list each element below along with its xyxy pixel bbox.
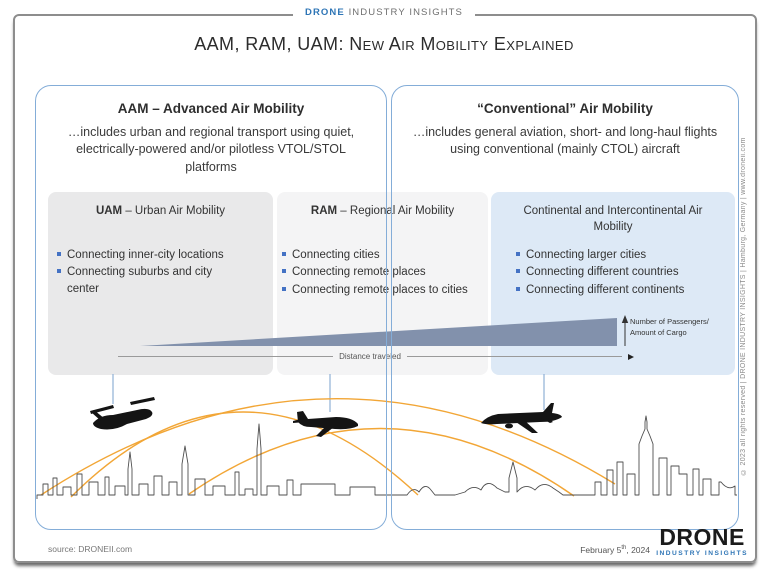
bullet-square-icon: [516, 252, 520, 256]
city-skyline-outline: [36, 415, 737, 499]
date-tail: , 2024: [626, 545, 650, 555]
ram-bullet-list: Connecting cities Connecting remote plac…: [282, 247, 488, 298]
date-main: February 5: [580, 545, 622, 555]
uam-title-rest: – Urban Air Mobility: [122, 205, 226, 217]
continental-bullet-list: Connecting larger cities Connecting diff…: [516, 247, 735, 298]
ram-box-title: RAM – Regional Air Mobility: [277, 192, 488, 238]
bullet-square-icon: [282, 252, 286, 256]
y-axis-label: Number of Passengers/ Amount of Cargo: [630, 317, 709, 338]
axis-line: [406, 356, 622, 357]
bullet-text: Connecting larger cities: [526, 249, 647, 261]
axis-line: [118, 356, 334, 357]
list-item: Connecting remote places to cities: [282, 282, 488, 298]
suburban-flight-arc: [70, 411, 419, 498]
bullet-text: Connecting remote places to cities: [292, 283, 468, 296]
bullet-square-icon: [57, 252, 61, 256]
y-axis-label-line2: Amount of Cargo: [630, 327, 687, 337]
brand-tagline: INDUSTRY INSIGHTS: [348, 7, 463, 18]
list-item: Connecting suburbs and city center: [57, 264, 235, 297]
bullet-text: Connecting cities: [292, 249, 380, 261]
long-haul-flight-arc: [40, 398, 616, 496]
logo-subtitle: INDUSTRY INSIGHTS: [656, 550, 748, 557]
regional-flight-arc: [188, 427, 575, 497]
uam-abbr: UAM: [95, 205, 123, 217]
right-arrow-head-icon: [628, 353, 634, 360]
regional-aircraft-icon: [293, 411, 358, 437]
distance-axis: Distance traveled: [118, 352, 634, 361]
source-note: source: DRONEII.com: [48, 544, 133, 554]
brand-name: DRONE: [305, 7, 345, 18]
skyline-scene: [36, 374, 737, 499]
list-item: Connecting larger cities: [516, 247, 735, 263]
bullet-square-icon: [516, 269, 520, 274]
bullet-square-icon: [282, 286, 286, 291]
bullet-text: Connecting different countries: [526, 266, 679, 279]
droneii-logo: DRONE INDUSTRY INSIGHTS: [656, 526, 748, 558]
up-arrow-head-icon: [621, 315, 629, 323]
bullet-text: Connecting inner-city locations: [67, 249, 224, 261]
logo-wordmark: DRONE: [659, 524, 745, 550]
bullet-square-icon: [516, 286, 520, 291]
page-title: AAM, RAM, UAM: New Air Mobility Explaine…: [194, 34, 574, 54]
list-item: Connecting remote places: [282, 264, 488, 280]
brand-header: DRONE INDUSTRY INSIGHTS: [293, 7, 475, 18]
airliner-aircraft-icon: [481, 403, 562, 433]
passenger-cargo-wedge: [140, 315, 629, 346]
publication-date: February 5th, 2024: [580, 545, 650, 555]
y-axis-label-line1: Number of Passengers/: [630, 317, 709, 326]
list-item: Connecting inner-city locations: [57, 247, 235, 263]
list-item: Connecting cities: [282, 247, 488, 263]
x-axis-label: Distance traveled: [339, 352, 401, 361]
evtol-aircraft-icon: [90, 397, 155, 430]
bullet-text: Connecting suburbs and city center: [67, 266, 213, 295]
uam-bullet-list: Connecting inner-city locations Connecti…: [57, 247, 235, 297]
continental-box-title: Continental and Intercontinental Air Mob…: [523, 205, 703, 233]
date-superscript: th: [621, 545, 627, 552]
ram-abbr: RAM: [310, 205, 338, 217]
uam-box-title: UAM – Urban Air Mobility: [48, 192, 273, 238]
wedge-triangle: [140, 318, 617, 346]
bullet-square-icon: [282, 269, 286, 274]
bullet-text: Connecting different continents: [526, 283, 685, 296]
list-item: Connecting different countries: [516, 264, 735, 280]
bullet-square-icon: [57, 269, 61, 274]
list-item: Connecting different continents: [516, 282, 735, 298]
bullet-text: Connecting remote places: [292, 266, 426, 279]
ram-title-rest: – Regional Air Mobility: [337, 205, 455, 217]
vertical-copyright-note: © 2023 all rights reserved | DRONE INDUS…: [740, 137, 747, 475]
